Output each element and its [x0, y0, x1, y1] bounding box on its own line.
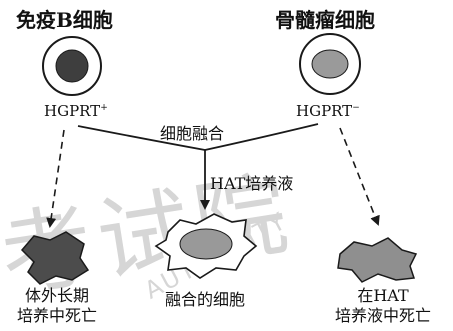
left-dashed-arrow [46, 129, 65, 228]
b-cell-icon [42, 36, 102, 96]
right-dashed-arrow [339, 127, 380, 226]
fusion-line-left [77, 125, 206, 151]
myeloma-cell-icon [299, 33, 361, 95]
b-cell-genotype: HGPRT+ [44, 104, 108, 119]
myeloma-cell-genotype-text: HGPRT [296, 102, 353, 120]
fused-cell-icon [154, 213, 258, 279]
left-outcome-line2: 培养中死亡 [16, 306, 97, 325]
fused-cell-nucleus [179, 228, 233, 260]
b-cell-genotype-sup: + [100, 103, 108, 113]
myeloma-cell-genotype: HGPRT− [296, 104, 360, 119]
hat-medium-label: HAT培养液 [210, 174, 294, 193]
right-outcome-line2: 培养液中死亡 [334, 306, 431, 325]
dead-b-cell-icon [20, 231, 90, 285]
center-outcome-label: 融合的细胞 [150, 290, 260, 310]
right-outcome-label: 在HAT 培养液中死亡 [318, 286, 448, 326]
right-outcome-line1: 在HAT [357, 286, 409, 305]
dead-myeloma-cell-icon [337, 237, 418, 283]
myeloma-cell-nucleus [311, 49, 349, 79]
b-cell-title: 免疫B细胞 [16, 8, 113, 32]
fusion-label: 细胞融合 [160, 124, 225, 143]
b-cell-nucleus [55, 49, 89, 83]
center-outcome-line1: 融合的细胞 [164, 290, 245, 309]
left-outcome-line1: 体外长期 [24, 286, 89, 305]
myeloma-cell-genotype-sup: − [352, 103, 360, 113]
fusion-line-right [204, 123, 319, 151]
myeloma-cell-title: 骨髓瘤细胞 [275, 8, 375, 32]
left-outcome-label: 体外长期 培养中死亡 [2, 286, 112, 326]
b-cell-genotype-text: HGPRT [44, 102, 101, 120]
